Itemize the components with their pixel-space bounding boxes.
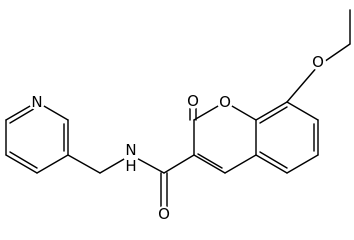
lactone-carbonyl-oxygen-label: O — [187, 92, 199, 110]
benzene-bond-c8a-c8-inner — [259, 106, 288, 124]
pyridine-to-methylene-bond — [67, 154, 101, 174]
pyridine-bond-c4-c5 — [5, 154, 38, 174]
pyridine-bond-c4-c5-inner — [9, 151, 38, 169]
pyridine-bond-c6-n-inner — [9, 106, 38, 124]
amide-oxygen-label: O — [158, 205, 170, 223]
amide-oxygen-mask — [156, 206, 172, 222]
coumarin-bond-c4-c3-inner — [197, 153, 223, 169]
ring-oxygen-label: O — [219, 93, 231, 111]
amide-hydrogen-label: H — [125, 157, 136, 175]
benzene-bond-c5-c4a — [255, 154, 288, 174]
benzene-bond-c5-c4a-inner — [259, 151, 288, 169]
amide-carbon-to-coumarin-bond — [163, 154, 195, 174]
ether-oxygen-mask — [310, 54, 326, 70]
pyridine-nitrogen-label: N — [31, 93, 42, 111]
coumarin-bond-c4-c3 — [193, 154, 226, 174]
ether-oxygen-label: O — [312, 53, 324, 71]
benzene-bond-c6-c5 — [286, 154, 319, 174]
pyridine-nitrogen-mask — [29, 94, 45, 110]
chemical-structure-diagram: N N H O O O O — [5, 9, 351, 223]
ring-oxygen-mask — [217, 94, 233, 110]
atom-label-layer: N N H O O O O — [29, 53, 326, 223]
benzene-bond-c8a-c8 — [255, 101, 288, 121]
pyridine-bond-c3-c4 — [36, 154, 69, 174]
amide-nitrogen-label: N — [125, 141, 136, 159]
amide-nitrogen-mask — [123, 147, 139, 163]
benzene-bond-c8-c7 — [286, 101, 319, 121]
bond-layer — [5, 9, 351, 209]
coumarin-bond-c4a-c4 — [224, 154, 257, 174]
lactone-carbonyl-oxygen-mask — [185, 93, 201, 109]
aromatic-to-ether-oxygen-bond — [286, 65, 319, 103]
